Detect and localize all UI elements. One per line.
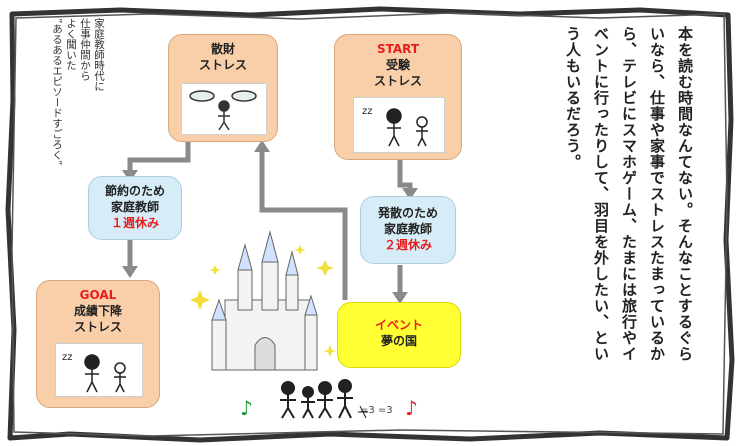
stick-people — [280, 379, 368, 419]
goal-title: GOAL — [79, 288, 117, 302]
arrow-waste-to-save — [127, 140, 191, 172]
flow-arrows — [127, 140, 413, 300]
save-label-2: 家庭教師 — [110, 200, 159, 214]
start-label-2: ストレス — [373, 74, 422, 88]
side-note-line-1: 家庭教師時代に — [93, 18, 105, 92]
main-text: 本を読む時間なんてない。そんなことするぐら いなら、仕事や家事でストレスたまって… — [559, 26, 699, 416]
save-label-3: １週休み — [110, 216, 159, 230]
spend-label-3: ２週休み — [383, 238, 432, 252]
svg-text:zz: zz — [362, 106, 373, 117]
goal-label-1: 成績下降 — [73, 304, 122, 318]
box-spend-tutor: 発散のため 家庭教師 ２週休み — [360, 196, 456, 264]
goal-label-2: ストレス — [73, 320, 122, 334]
spend-label-1: 発散のため — [377, 206, 438, 220]
main-text-line-3: ら、テレビにスマホゲーム、たまには旅行やイ — [620, 26, 638, 362]
main-text-line-2: いなら、仕事や家事でストレスたまっているか — [648, 26, 666, 362]
side-note-line-2: 仕事仲間から — [79, 18, 91, 81]
box-goal: GOAL 成績下降 ストレス zz — [36, 280, 160, 408]
main-text-line-5: う人もいるだろう。 — [564, 26, 582, 170]
sparkles — [190, 245, 337, 357]
goal-illustration: zz — [55, 343, 143, 397]
side-note: 家庭教師時代に 仕事仲間から よく聞いた ”あるあるエピソードすごろく” — [50, 18, 106, 233]
event-title: イベント — [374, 318, 423, 332]
arrow-heads — [122, 140, 418, 304]
side-note-line-3: よく聞いた — [65, 18, 77, 71]
music-note-left: ♪ — [240, 396, 253, 420]
main-text-line-4: ベントに行ったりして、羽目を外したい、とい — [592, 26, 610, 362]
arrow-start-to-spend — [397, 160, 413, 190]
box-start: START 受験 ストレス zz — [334, 34, 462, 160]
save-label-1: 節約のため — [104, 184, 165, 198]
music-note-right: ♪ — [405, 396, 418, 420]
svg-text:zz: zz — [62, 352, 73, 363]
speed-lines: =3 =3 — [360, 405, 393, 416]
waste-label-2: ストレス — [198, 58, 247, 72]
waste-illustration — [181, 83, 267, 135]
start-title: START — [376, 42, 420, 56]
rough-border-inner — [11, 12, 728, 437]
castle-illustration — [211, 230, 318, 371]
waste-label-1: 散財 — [210, 42, 235, 56]
start-illustration: zz — [353, 97, 445, 153]
box-waste-stress: 散財 ストレス — [168, 34, 278, 142]
event-label-1: 夢の国 — [380, 334, 417, 348]
main-text-line-1: 本を読む時間なんてない。そんなことするぐら — [676, 26, 694, 362]
box-event: イベント 夢の国 — [337, 302, 461, 368]
box-save-tutor: 節約のため 家庭教師 １週休み — [88, 176, 182, 240]
start-label-1: 受験 — [385, 58, 410, 72]
spend-label-2: 家庭教師 — [383, 222, 432, 236]
side-note-line-4: ”あるあるエピソードすごろく” — [51, 18, 63, 166]
arrow-event-to-waste — [259, 148, 348, 300]
